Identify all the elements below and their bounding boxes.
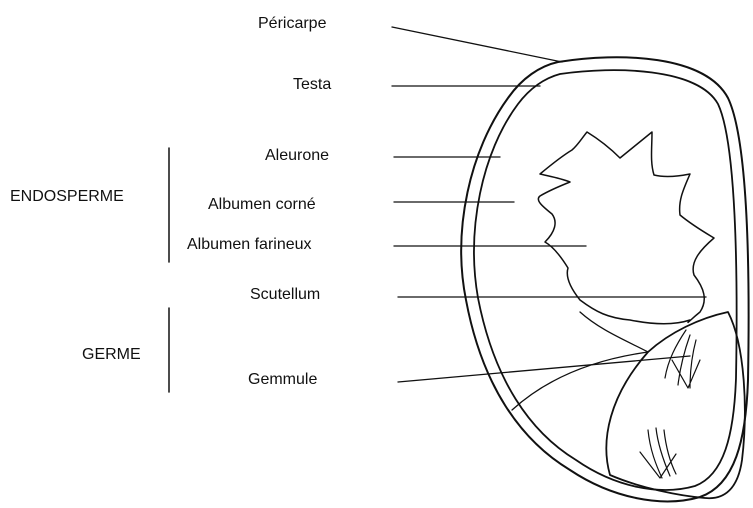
scutellum-outline [606,312,744,498]
gemmule-shape-upper [665,330,700,388]
label-pericarpe: Péricarpe [258,15,326,33]
leader-gemmule [398,356,690,382]
label-scutellum: Scutellum [250,286,320,304]
group-endosperme: ENDOSPERME [10,188,124,206]
group-germe: GERME [82,346,141,364]
leader-pericarpe [392,27,562,62]
label-aleurone: Aleurone [265,147,329,165]
albumen-farineux-outline [538,132,714,324]
label-albumen-corne: Albumen corné [208,196,316,214]
label-albumen-farineux: Albumen farineux [187,236,312,254]
label-testa: Testa [293,76,331,94]
label-gemmule: Gemmule [248,371,317,389]
gemmule-shape-lower [640,428,676,478]
